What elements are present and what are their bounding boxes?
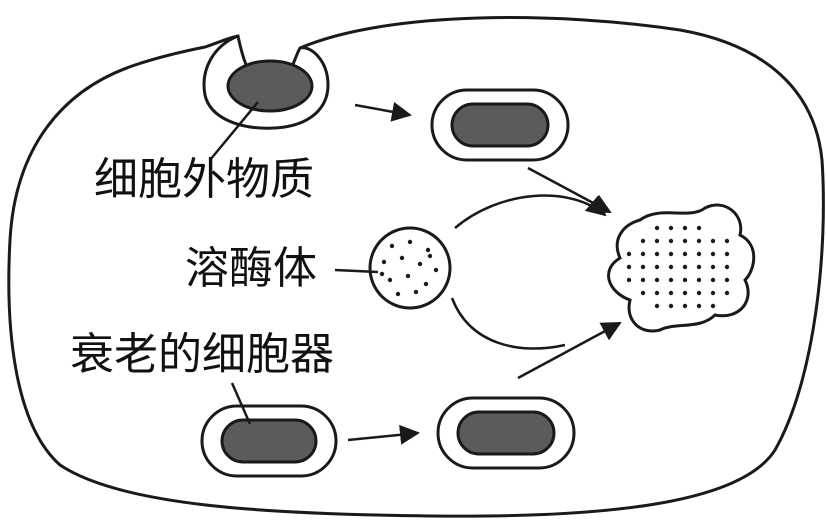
label-extracellular-material: 细胞外物质 [94,154,314,205]
senescent-organelle-content [220,418,318,464]
digestive-vacuole [607,203,756,333]
phagosome-content [450,102,550,148]
vacuole-dot [710,251,716,257]
vacuole-dot [724,290,730,296]
lysosome-dot [413,289,419,295]
vacuole-dot [696,290,702,296]
label-senescent-organelle: 衰老的细胞器 [70,329,334,380]
vacuole-dot [724,264,730,270]
leader-line-extracellular [209,101,259,161]
extracellular-material-particle [226,59,314,113]
vacuole-dot [682,225,688,231]
vacuole-dot [710,303,716,309]
label-lysosome: 溶酶体 [185,243,317,294]
lysosome-dot [379,271,385,277]
lysosome-dot [417,261,423,267]
leader-line-lysosome [334,268,379,274]
lysosome-dot [407,239,413,245]
vacuole-dot [724,238,730,244]
vacuole-dot [710,238,716,244]
vacuole-dot [668,277,674,283]
arrow-autophagosome-to-vacuole [517,321,622,380]
vacuole-dot [654,290,660,296]
lysosome-dot [387,277,393,283]
vacuole-dot [682,303,688,309]
cell-membrane [7,16,825,518]
vacuole-dot [668,303,674,309]
vacuole-dot [626,251,632,257]
digestive-vacuole-dots [626,225,730,309]
lysosome-dot [381,259,387,265]
vacuole-dot [668,264,674,270]
vacuole-dot [710,264,716,270]
vacuole-dot [682,277,688,283]
vacuole-dot [626,277,632,283]
vacuole-dot [654,238,660,244]
vacuole-dot [696,277,702,283]
vacuole-dot [682,251,688,257]
lysosome-dot [405,273,411,279]
vacuole-dot [710,277,716,283]
arrow-lysosome-to-vacuole-top [454,194,607,229]
endocytic-vesicle-membrane [202,34,330,130]
vacuole-dot [626,264,632,270]
lysosome-dot [427,253,433,259]
arrow-organelle-to-autophagosome [347,424,420,445]
vacuole-dot [668,251,674,257]
vacuole-dot [696,251,702,257]
lysosome-enzyme-dots [379,239,439,297]
vacuole-dot [696,264,702,270]
vacuole-dot [682,238,688,244]
vacuole-dot [710,290,716,296]
vacuole-dot [668,225,674,231]
vacuole-dot [668,290,674,296]
leader-line-organelle [230,382,252,425]
vacuole-dot [682,264,688,270]
vacuole-dot [640,264,646,270]
vacuole-dot [724,251,730,257]
vacuole-dot [724,277,730,283]
lysosome-dot [395,291,401,297]
vacuole-dot [654,251,660,257]
vacuole-dot [640,251,646,257]
vacuole-dot [682,290,688,296]
lysosome-circle [368,226,452,310]
vacuole-dot [696,225,702,231]
vacuole-dot [640,277,646,283]
vacuole-dot [654,277,660,283]
vacuole-dot [696,303,702,309]
autophagosome-content [456,410,556,456]
vacuole-dot [640,238,646,244]
lysosome-dot [423,281,429,287]
vacuole-dot [696,238,702,244]
lysosome-dot [425,247,431,253]
arrow-vesicle-to-phagosome [354,101,412,122]
vacuole-dot [654,264,660,270]
lysosome-dot [433,267,439,273]
arrow-phagosome-to-vacuole [527,166,612,214]
vacuole-dot [640,290,646,296]
arrow-lysosome-to-vacuole-bottom [450,297,566,350]
vacuole-dot [654,225,660,231]
lysosome-dot [389,243,395,249]
vacuole-dot [668,238,674,244]
lysosome-dot [399,255,405,261]
vacuole-dot [654,303,660,309]
